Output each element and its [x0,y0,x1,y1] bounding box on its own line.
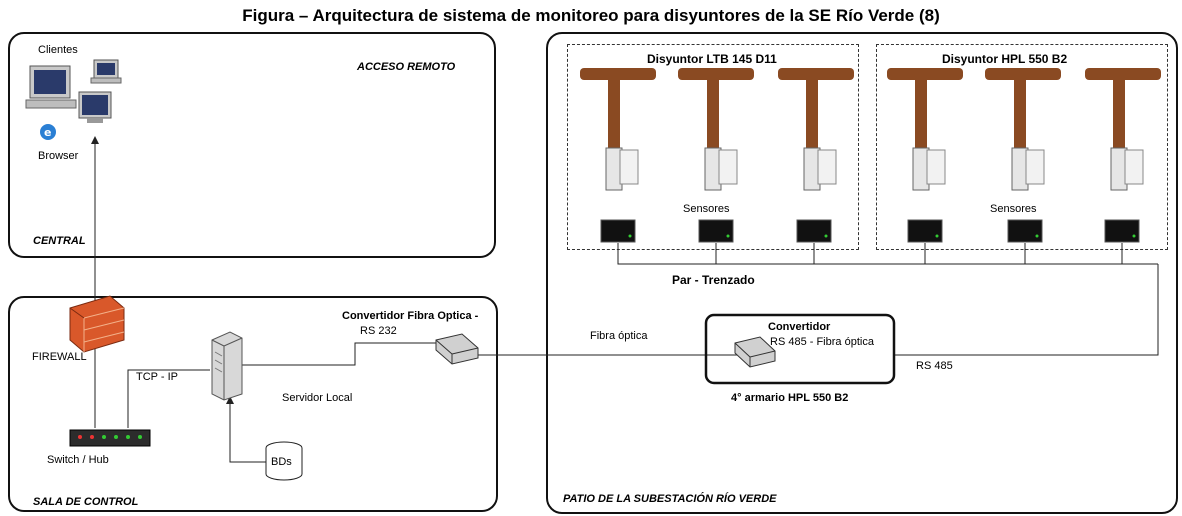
rs232-label: RS 232 [360,325,397,337]
rs485-label: RS 485 [916,360,953,372]
server-label: Servidor Local [282,392,353,404]
substation-yard-zone [546,32,1178,514]
svg-text:e: e [44,126,51,139]
breaker-6-icon [1085,68,1161,191]
server-icon [211,331,243,401]
fiber-converter-icon [435,333,479,365]
sensor-6-icon [1104,219,1140,243]
switch-label: Switch / Hub [47,454,109,466]
rs485-link [893,264,1159,356]
browser-icon: e [40,124,56,140]
converter-label: Convertidor [768,321,831,333]
breaker-group-hpl [876,44,1168,250]
firewall-label: FIREWALL [32,351,87,363]
figure-title: Figura – Arquitectura de sistema de moni… [242,6,940,25]
breaker-4-icon [887,68,963,191]
converter-desc-label: RS 485 - Fibra óptica [770,336,874,348]
converter-cabinet-box [704,313,896,385]
client-computer-icon [25,65,77,109]
breaker-hpl-title: Disyuntor HPL 550 B2 [942,52,1068,66]
fiber-optic-label: Fibra óptica [590,330,648,342]
breaker-ltb-title: Disyuntor LTB 145 D11 [647,52,777,66]
sensor-4-icon [907,219,943,243]
twisted-pair-label: Par - Trenzado [672,273,755,287]
breaker-1-icon [580,68,656,191]
sensor-3-icon [796,219,832,243]
fiber-converter-label: Convertidor Fibra Optica - [342,310,479,322]
control-room-label: SALA DE CONTROL [33,496,139,508]
tcp-ip-label: TCP - IP [136,371,178,383]
sensors-label-ltb: Sensores [683,203,730,215]
sensors-label-hpl: Sensores [990,203,1037,215]
breaker-group-ltb [567,44,859,250]
switch-hub-icon [69,429,151,447]
breaker-3-icon [778,68,854,191]
browser-label: Browser [38,150,79,162]
tcp-ip-link [127,369,210,428]
clients-label: Clientes [38,44,78,56]
rs232-link [238,342,438,366]
database-label: BDs [271,456,292,468]
sensor-2-icon [698,219,734,243]
twisted-pair-bus [617,243,1158,265]
cabinet-label: 4° armario HPL 550 B2 [731,392,849,404]
breaker-5-icon [985,68,1061,191]
central-zone [8,32,496,258]
sensor-1-icon [600,219,636,243]
breaker-2-icon [678,68,754,191]
firewall-icon [69,295,125,353]
sensor-5-icon [1007,219,1043,243]
central-label: CENTRAL [33,235,86,247]
rs485-converter-icon [734,336,776,368]
db-link [226,396,266,463]
client-laptop-icon [90,59,122,84]
substation-yard-label: PATIO DE LA SUBESTACIÓN RÍO VERDE [563,493,777,505]
control-room-zone [8,296,498,512]
remote-access-label: ACCESO REMOTO [357,61,456,73]
client-monitor-icon [78,91,112,123]
database-icon [265,441,303,481]
